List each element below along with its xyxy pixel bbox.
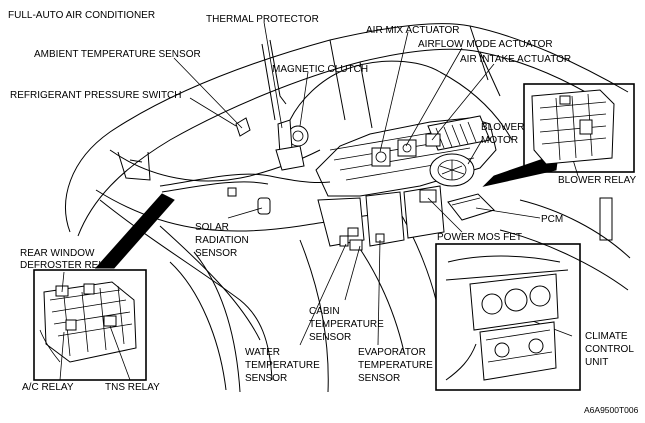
label-air-mix-actuator: AIR MIX ACTUATOR: [366, 25, 460, 36]
label-rear-window-defroster-line-1: REAR WINDOW: [20, 248, 95, 259]
label-evaporator-temperature-line-2: TEMPERATURE: [358, 360, 433, 371]
refrigerant-pressure-switch-part: [235, 117, 251, 137]
figure-code: A6A9500T006: [584, 405, 639, 415]
label-thermal-protector: THERMAL PROTECTOR: [206, 14, 319, 25]
inset-leader-lines: [59, 271, 131, 381]
label-solar-radiation-line-2: RADIATION: [195, 235, 249, 246]
blower-relay-part: [579, 119, 593, 135]
label-evaporator-temperature-line-1: EVAPORATOR: [358, 347, 426, 358]
label-refrigerant-pressure-switch: REFRIGERANT PRESSURE SWITCH: [10, 90, 182, 101]
leader-lines: [94, 21, 579, 346]
air-intake-actuator-part: [425, 133, 441, 147]
label-water-temperature-line-2: TEMPERATURE: [245, 360, 320, 371]
diagram-labels: FULL-AUTO AIR CONDITIONER THERMAL PROTEC…: [8, 10, 639, 415]
label-blower-motor-line-1: BLOWER: [481, 122, 524, 133]
label-evaporator-temperature-line-3: SENSOR: [358, 373, 400, 384]
label-climate-control-line-3: UNIT: [585, 357, 608, 368]
label-air-intake-actuator: AIR INTAKE ACTUATOR: [460, 54, 571, 65]
label-climate-control-line-1: CLIMATE: [585, 331, 628, 342]
label-climate-control-line-2: CONTROL: [585, 344, 634, 355]
label-pcm: PCM: [541, 214, 563, 225]
vehicle-body-outline: [65, 23, 631, 393]
hvac-unit: [315, 115, 497, 251]
air-mix-actuator-part: [371, 147, 391, 167]
climate-control-unit-inset: [435, 243, 581, 391]
label-blower-motor-line-2: MOTOR: [481, 135, 518, 146]
engine-bay-components: [159, 117, 349, 247]
label-power-mos-fet: POWER MOS FET: [437, 232, 522, 243]
label-water-temperature-line-1: WATER: [245, 347, 280, 358]
pcm-part: [447, 193, 495, 221]
relay-box-inset: [33, 269, 147, 381]
label-solar-radiation-line-1: SOLAR: [195, 222, 229, 233]
ambient-temperature-sensor-part: [227, 187, 237, 197]
label-cabin-temperature-line-3: SENSOR: [309, 332, 351, 343]
label-rear-window-defroster-line-2: DEFROSTER RELAY: [20, 260, 117, 271]
label-magnetic-clutch: MAGNETIC CLUTCH: [272, 64, 368, 75]
label-blower-relay: BLOWER RELAY: [558, 175, 636, 186]
airflow-mode-actuator-part: [397, 139, 417, 157]
solar-radiation-sensor-part: [257, 197, 271, 215]
blower-relay-inset: [523, 83, 635, 173]
label-cabin-temperature-line-1: CABIN: [309, 306, 340, 317]
label-airflow-mode-actuator: AIRFLOW MODE ACTUATOR: [418, 39, 553, 50]
diagram-title: FULL-AUTO AIR CONDITIONER: [8, 10, 155, 21]
label-ambient-temperature-sensor: AMBIENT TEMPERATURE SENSOR: [34, 49, 201, 60]
label-tns-relay: TNS RELAY: [105, 382, 160, 393]
label-ac-relay: A/C RELAY: [22, 382, 74, 393]
label-water-temperature-line-3: SENSOR: [245, 373, 287, 384]
label-solar-radiation-line-3: SENSOR: [195, 248, 237, 259]
power-mos-fet-part: [419, 189, 437, 203]
label-cabin-temperature-line-2: TEMPERATURE: [309, 319, 384, 330]
